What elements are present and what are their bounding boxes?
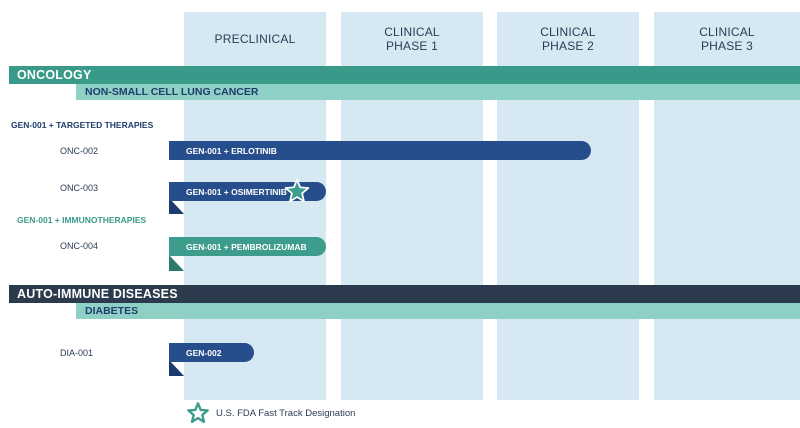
legend-fast-track-label: U.S. FDA Fast Track Designation bbox=[216, 408, 356, 419]
pipeline-bar-onc-004: GEN-001 + PEMBROLIZUMAB bbox=[169, 237, 327, 256]
program-id-onc-004: ONC-004 bbox=[60, 241, 99, 251]
area-band-oncology: ONCOLOGY bbox=[9, 66, 800, 84]
group-label-targeted-therapies: GEN-001 + TARGETED THERAPIES bbox=[11, 120, 154, 130]
pipeline-bar-onc-002: GEN-001 + ERLOTINIB bbox=[169, 141, 591, 160]
pipeline-bar-dia-001: GEN-002 bbox=[169, 343, 255, 362]
phase-header-phase-3: CLINICAL PHASE 3 bbox=[699, 25, 755, 53]
group-label-immunotherapies: GEN-001 + IMMUNOTHERAPIES bbox=[17, 215, 147, 225]
program-id-onc-002: ONC-002 bbox=[60, 146, 99, 156]
phase-header-phase-2: CLINICAL PHASE 2 bbox=[540, 25, 596, 53]
bar-tail-dia-001 bbox=[169, 360, 184, 376]
indication-band-nsclc: NON-SMALL CELL LUNG CANCER bbox=[76, 84, 800, 100]
program-id-onc-003: ONC-003 bbox=[60, 183, 99, 193]
fast-track-star-icon bbox=[284, 178, 310, 203]
bar-tail-onc-003 bbox=[169, 198, 184, 214]
phase-header-preclinical: PRECLINICAL bbox=[214, 32, 296, 46]
phase-header-phase-1: CLINICAL PHASE 1 bbox=[384, 25, 440, 53]
program-id-dia-001: DIA-001 bbox=[60, 348, 94, 358]
pipeline-bar-onc-003: GEN-001 + OSIMERTINIB bbox=[169, 182, 327, 201]
indication-band-diabetes: DIABETES bbox=[76, 303, 800, 319]
area-band-autoimmune: AUTO-IMMUNE DISEASES bbox=[9, 285, 800, 303]
legend-star-icon bbox=[187, 402, 209, 423]
bar-tail-onc-004 bbox=[169, 255, 184, 271]
